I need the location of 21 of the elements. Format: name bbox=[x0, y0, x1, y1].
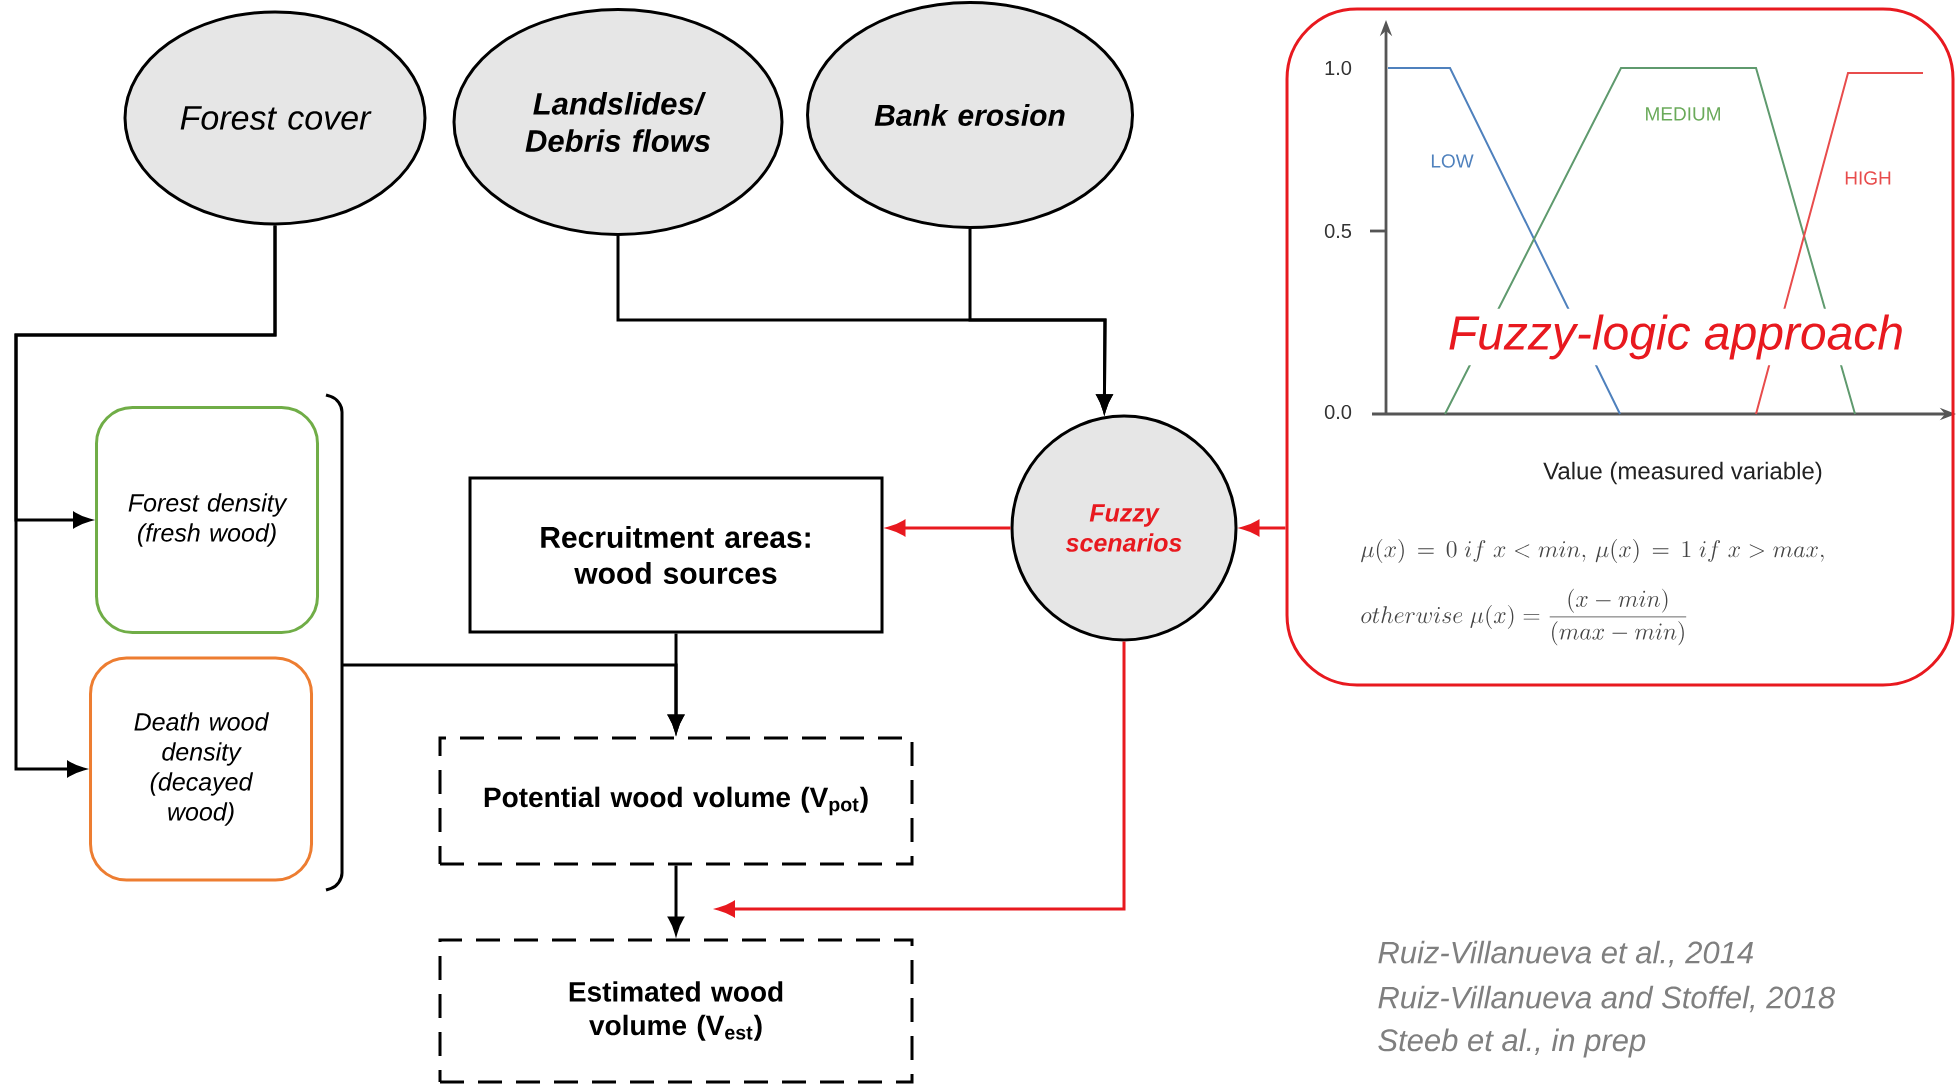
process-box: Recruitment areas: wood sources bbox=[468, 476, 884, 634]
citation: Ruiz-Villanueva and Stoffel, 2018 bbox=[1378, 985, 1835, 1013]
tick-label: 0.0 bbox=[1324, 404, 1352, 420]
rounded-box: Death wood density (decayed wood) bbox=[89, 656, 313, 882]
curve-label: HIGH bbox=[1845, 171, 1891, 185]
rounded-box: Forest density (fresh wood) bbox=[95, 406, 319, 634]
citation: Steeb et al., in prep bbox=[1378, 1028, 1646, 1058]
formula: $otherwise\;\mu(x)=\frac{(x-min)}{(max-min)}$ bbox=[1361, 588, 1687, 646]
axis-label: Value (measured variable) bbox=[1543, 461, 1822, 485]
formula: $\mu(x)\,=\,0\;if\;x<min,\,\mu(x)\,=\,1\;if\;x>max,$ bbox=[1361, 539, 1824, 563]
dashed-box: Estimated wood volume (V$_{est}$) bbox=[438, 938, 914, 1084]
dashed-box: Potential wood volume (V$_{pot}$) bbox=[438, 736, 914, 866]
arrow bbox=[887, 520, 1011, 536]
arrow bbox=[14, 225, 277, 777]
tick-label: 1.0 bbox=[1325, 60, 1352, 76]
arrow bbox=[1241, 520, 1286, 536]
curve-label: LOW bbox=[1431, 154, 1474, 168]
curve-label: MEDIUM bbox=[1646, 107, 1720, 121]
citation: Ruiz-Villanueva et al., 2014 bbox=[1378, 940, 1753, 968]
arrow bbox=[668, 865, 684, 935]
tick-label: 0.5 bbox=[1324, 223, 1352, 239]
